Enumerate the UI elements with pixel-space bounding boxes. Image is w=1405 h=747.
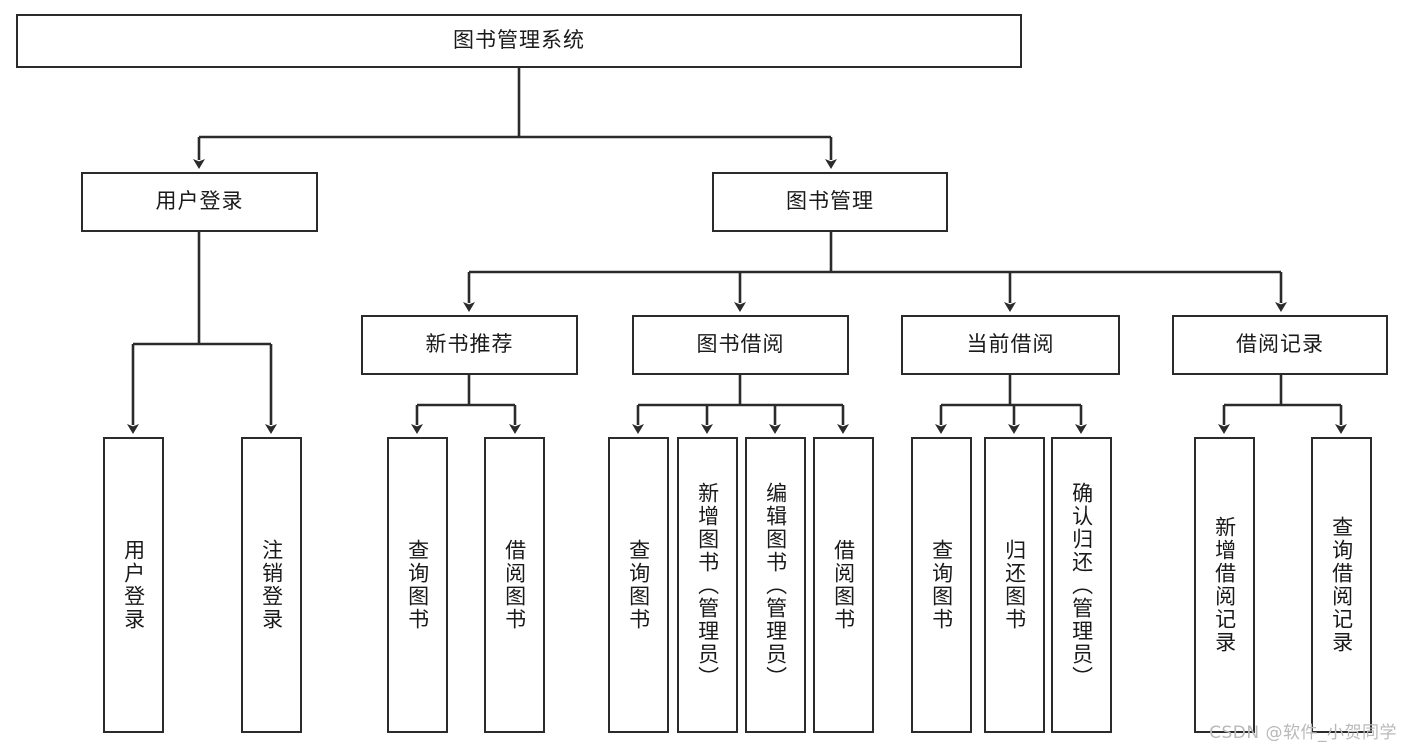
leaf-borrow-book-rec-label: 借阅图书 xyxy=(502,539,527,631)
node-user-login[interactable]: 用户登录 xyxy=(81,172,318,232)
node-book-manage-label: 图书管理 xyxy=(786,189,874,214)
node-current-borrow-label: 当前借阅 xyxy=(966,332,1055,357)
leaf-user-login[interactable]: 用户登录 xyxy=(103,437,164,733)
leaf-add-book-label: 新增图书（管理员） xyxy=(695,481,720,689)
leaf-query-book-cur-label: 查询图书 xyxy=(929,539,954,631)
leaf-query-book-borrow[interactable]: 查询图书 xyxy=(608,437,669,733)
node-borrow-record-label: 借阅记录 xyxy=(1236,332,1324,357)
leaf-query-record-label: 查询借阅记录 xyxy=(1329,516,1354,654)
node-current-borrow[interactable]: 当前借阅 xyxy=(901,315,1120,375)
leaf-query-record[interactable]: 查询借阅记录 xyxy=(1311,437,1372,733)
leaf-confirm-return-label: 确认归还（管理员） xyxy=(1069,481,1094,689)
leaf-user-login-label: 用户登录 xyxy=(121,539,146,631)
node-new-book-recommend-label: 新书推荐 xyxy=(425,332,514,357)
node-root-label: 图书管理系统 xyxy=(453,28,585,53)
node-user-login-label: 用户登录 xyxy=(155,189,244,214)
leaf-query-book-rec[interactable]: 查询图书 xyxy=(387,437,448,733)
leaf-query-book-rec-label: 查询图书 xyxy=(405,539,430,631)
leaf-logout[interactable]: 注销登录 xyxy=(241,437,302,733)
leaf-borrow-book-label: 借阅图书 xyxy=(831,539,856,631)
watermark-text: CSDN @软件_小贺同学 xyxy=(1209,723,1397,743)
node-root[interactable]: 图书管理系统 xyxy=(16,14,1022,68)
leaf-return-book[interactable]: 归还图书 xyxy=(984,437,1045,733)
leaf-query-book-borrow-label: 查询图书 xyxy=(626,539,651,631)
node-book-borrow[interactable]: 图书借阅 xyxy=(632,315,849,375)
leaf-add-record-label: 新增借阅记录 xyxy=(1212,516,1237,654)
leaf-add-book[interactable]: 新增图书（管理员） xyxy=(677,437,738,733)
leaf-edit-book-label: 编辑图书（管理员） xyxy=(763,481,788,689)
leaf-logout-label: 注销登录 xyxy=(259,539,284,631)
leaf-borrow-book[interactable]: 借阅图书 xyxy=(813,437,874,733)
leaf-query-book-cur[interactable]: 查询图书 xyxy=(911,437,972,733)
leaf-return-book-label: 归还图书 xyxy=(1002,539,1027,631)
node-borrow-record[interactable]: 借阅记录 xyxy=(1172,315,1388,375)
node-book-borrow-label: 图书借阅 xyxy=(696,332,785,357)
leaf-confirm-return[interactable]: 确认归还（管理员） xyxy=(1051,437,1112,733)
node-book-manage[interactable]: 图书管理 xyxy=(712,172,948,232)
leaf-add-record[interactable]: 新增借阅记录 xyxy=(1194,437,1255,733)
node-new-book-recommend[interactable]: 新书推荐 xyxy=(361,315,578,375)
leaf-borrow-book-rec[interactable]: 借阅图书 xyxy=(484,437,545,733)
leaf-edit-book[interactable]: 编辑图书（管理员） xyxy=(745,437,806,733)
